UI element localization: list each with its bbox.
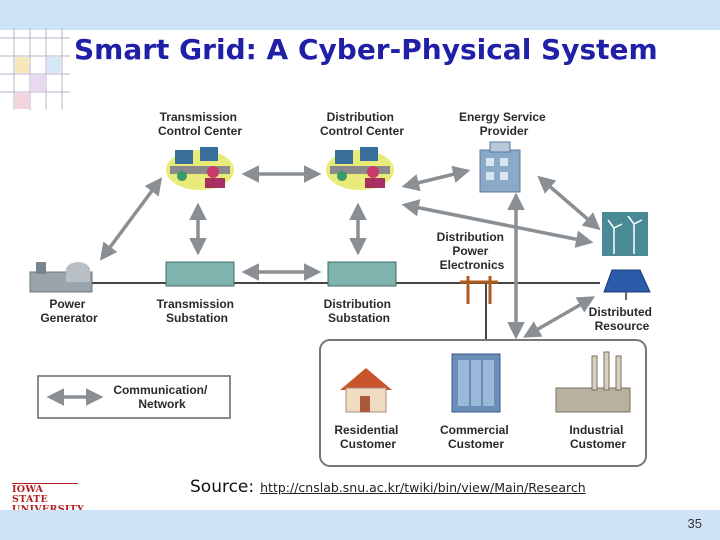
page-number: 35 [687,516,702,531]
node-label: Transmission Substation [157,297,238,325]
node-label: Distribution Substation [324,297,395,325]
node-label: Energy Service Provider [459,110,549,138]
distribution-substation-box [327,261,397,287]
energy-service-provider-building [479,141,521,193]
commercial-building-icon [451,353,501,413]
power-electronics-pole [460,276,498,304]
logo-line-1: IOWA STATE [12,484,49,505]
decorative-grid [0,28,70,110]
wind-turbine-icon [602,212,648,256]
node-label: Distribution Power Electronics [437,230,508,272]
node-label: Industrial Customer [569,423,626,451]
power-generator-plant [29,262,93,293]
customer-group-box [319,339,647,467]
node-label: Commercial Customer [440,423,512,451]
legend-label: Communication/ Network [113,383,210,411]
node-label: Distributed Resource [589,305,656,333]
slide-title: Smart Grid: A Cyber-Physical System [74,33,658,66]
transmission-substation-box [165,261,235,287]
node-label: Distribution Control Center [320,110,404,138]
node-label: Power Generator [40,297,98,325]
node-label: Residential Customer [334,423,401,451]
communication-arrows [99,165,601,340]
top-bar [0,0,720,30]
distribution-control-center [326,147,394,190]
residential-house-icon [340,368,392,413]
industrial-factory-icon [555,351,631,413]
source-link[interactable]: http://cnslab.snu.ac.kr/twiki/bin/view/M… [260,480,586,495]
transmission-control-center [166,147,234,190]
logo-line-2: UNIVERSITY [12,505,84,515]
bottom-bar [0,510,720,540]
node-label: Transmission Control Center [158,110,242,138]
smart-grid-diagram: Transmission Control Center Distribution… [29,110,656,467]
source-label: Source: [190,477,255,497]
solar-panel-icon [603,269,651,300]
source-citation: Source: http://cnslab.snu.ac.kr/twiki/bin… [190,477,586,497]
